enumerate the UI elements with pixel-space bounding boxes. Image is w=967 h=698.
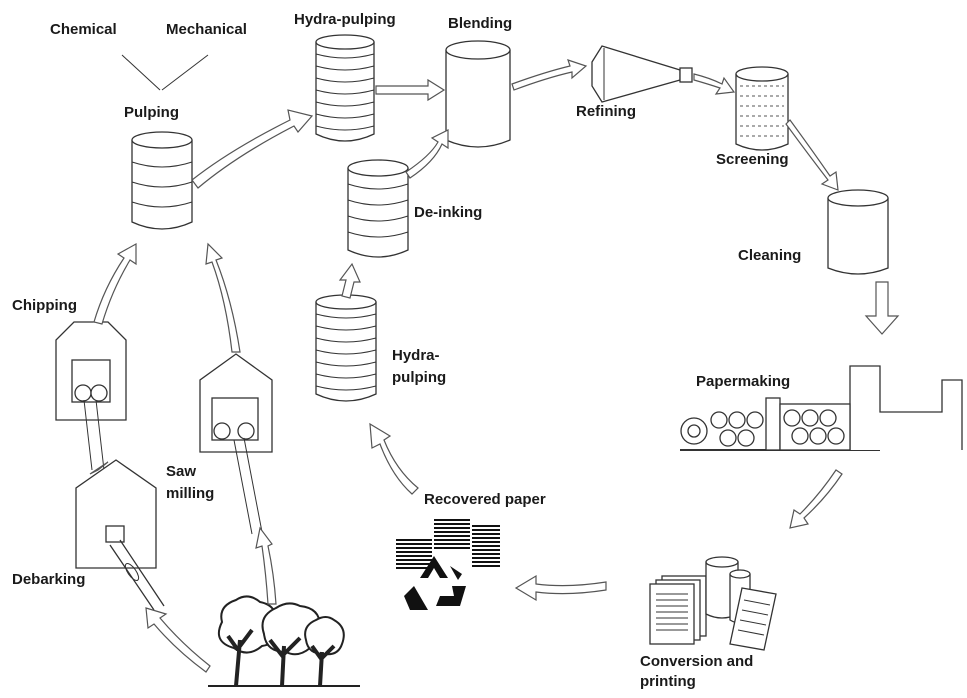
label-chemical: Chemical: [50, 21, 117, 38]
arrow-trees-to-debarking: [145, 607, 211, 673]
label-de-inking: De-inking: [414, 204, 483, 221]
paper-machine-icon: [680, 365, 963, 451]
label-saw-milling-1: Saw: [166, 463, 197, 480]
arrow-recovered-to-hydra: [369, 422, 419, 495]
arrow-cleaning-to-papermaking: [864, 281, 900, 335]
arrow-blending-to-refining: [511, 59, 588, 91]
arrow-chipping-to-pulping: [93, 242, 137, 325]
arrow-debarking-to-chipping: [89, 461, 109, 475]
label-saw-milling-2: milling: [166, 485, 215, 502]
chipping-house-icon: [55, 321, 127, 471]
flow-arrows: [89, 59, 900, 673]
label-hydra-pulping-top: Hydra-pulping: [294, 11, 396, 28]
label-hydra-pulping-lower-1: Hydra-: [392, 347, 440, 364]
arrow-papermaking-to-conversion: [789, 469, 843, 529]
label-blending: Blending: [448, 15, 513, 32]
label-chipping: Chipping: [12, 297, 77, 314]
label-recovered-paper: Recovered paper: [424, 491, 546, 508]
recycle-icon: [404, 556, 466, 610]
label-cleaning: Cleaning: [738, 247, 802, 264]
pulping-vat-icon: [131, 131, 193, 230]
arrow-conversion-to-recovered: [514, 574, 607, 602]
arrow-sawmill-to-pulping: [205, 242, 241, 353]
label-debarking: Debarking: [12, 571, 86, 588]
arrow-screening-to-cleaning: [785, 119, 839, 191]
print-stack-icon: [649, 556, 777, 651]
hydra-pulping-top-vat-icon: [315, 34, 375, 142]
label-refining: Refining: [576, 103, 636, 120]
de-inking-vat-icon: [347, 159, 409, 258]
label-hydra-pulping-lower-2: pulping: [392, 369, 447, 386]
trees-icon: [208, 595, 360, 687]
arrow-deinking-to-blending: [405, 129, 449, 179]
label-papermaking: Papermaking: [696, 373, 791, 390]
chemical-mechanical-merge-lines: [121, 54, 209, 91]
label-pulping: Pulping: [124, 104, 179, 121]
arrow-refining-to-screening: [693, 73, 736, 95]
arrow-hydra-to-blending: [375, 78, 446, 102]
label-conversion-2: printing: [640, 673, 696, 690]
arrow-trees-to-sawmill: [255, 526, 277, 605]
saw-milling-house-icon: [199, 353, 273, 535]
label-mechanical: Mechanical: [166, 21, 247, 38]
debarking-house-icon: [75, 459, 165, 611]
blending-vat-icon: [445, 40, 511, 148]
screening-vat-icon: [735, 66, 789, 151]
label-screening: Screening: [716, 151, 789, 168]
arrow-pulping-to-hydra: [191, 109, 314, 189]
refiner-cone-icon: [591, 45, 693, 103]
recovered-paper-icon: [396, 519, 500, 569]
hydra-pulping-lower-vat-icon: [315, 294, 377, 402]
cleaning-vat-icon: [827, 189, 889, 275]
arrow-hydra-to-deinking: [338, 262, 361, 299]
label-conversion-1: Conversion and: [640, 653, 754, 670]
